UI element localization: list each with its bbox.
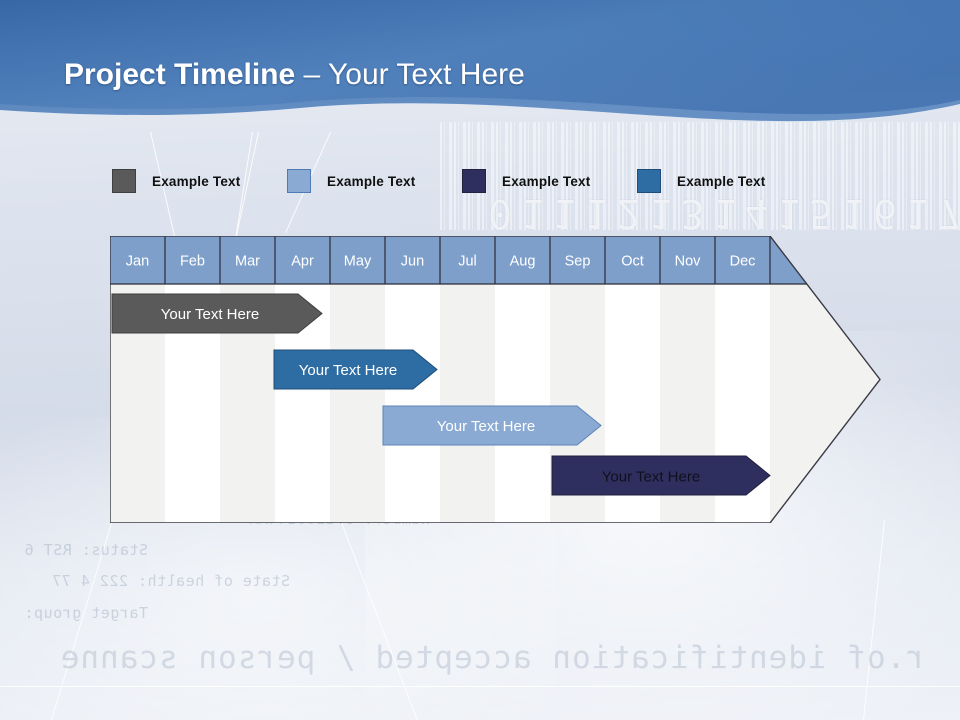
month-label-oct: Oct [621, 254, 644, 270]
month-label-dec: Dec [730, 254, 756, 270]
task-bar-1[interactable]: Your Text Here [111, 293, 323, 334]
task-bar-4[interactable]: Your Text Here [551, 455, 771, 496]
watermark-line-5: Target group: [24, 604, 148, 622]
month-label-sep: Sep [565, 254, 591, 270]
page-title-rest: – Your Text Here [295, 58, 525, 91]
month-label-aug: Aug [510, 254, 536, 270]
page-title-bold: Project Timeline [64, 58, 296, 91]
slide-header: Project Timeline – Your Text Here [0, 0, 960, 132]
month-label-feb: Feb [180, 254, 205, 270]
legend-item-3[interactable]: Example Text [462, 169, 590, 193]
month-labels: Jan Feb Mar Apr May Jun Jul Aug Sep Oct … [126, 254, 756, 270]
legend-item-4[interactable]: Example Text [637, 169, 765, 193]
task-bars: Your Text Here Your Text Here Your Text … [111, 293, 771, 496]
page-title: Project Timeline – Your Text Here [64, 58, 525, 92]
task-bar-label-3: Your Text Here [437, 418, 535, 435]
chart-body: Jan Feb Mar Apr May Jun Jul Aug Sep Oct … [110, 236, 880, 523]
task-bar-label-1: Your Text Here [161, 306, 259, 323]
header-wave-shape [0, 0, 960, 122]
legend-swatch-icon [287, 169, 311, 193]
task-bar-label-4: Your Text Here [602, 469, 700, 486]
legend-item-2[interactable]: Example Text [287, 169, 415, 193]
legend-item-1[interactable]: Example Text [112, 169, 240, 193]
watermark-headline: r.of identification accepted / person sc… [59, 640, 925, 676]
month-label-jan: Jan [126, 254, 149, 270]
legend: Example Text Example Text Example Text E… [112, 169, 832, 193]
task-bar-3[interactable]: Your Text Here [382, 405, 602, 446]
chart-arrow-outline [110, 236, 881, 523]
month-label-may: May [344, 254, 372, 270]
watermark-line-3: Status: RST 6 [24, 541, 148, 559]
legend-swatch-icon [462, 169, 486, 193]
timeline-chart-svg: Jan Feb Mar Apr May Jun Jul Aug Sep Oct … [110, 236, 881, 523]
barcode-texture [440, 122, 960, 230]
timeline-chart: Jan Feb Mar Apr May Jun Jul Aug Sep Oct … [110, 236, 882, 523]
legend-swatch-icon [112, 169, 136, 193]
task-bar-2[interactable]: Your Text Here [273, 349, 438, 390]
month-header-separators [164, 236, 771, 284]
legend-label-3: Example Text [502, 173, 591, 189]
watermark-line-4: State of health: 222 4 77 [51, 572, 290, 590]
month-label-nov: Nov [675, 254, 702, 270]
digit-strip: 0111213141516171819 [488, 190, 960, 236]
task-bar-label-2: Your Text Here [299, 362, 397, 379]
month-label-jul: Jul [458, 254, 477, 270]
legend-swatch-icon [637, 169, 661, 193]
month-label-mar: Mar [235, 254, 260, 270]
month-label-jun: Jun [401, 254, 424, 270]
legend-label-2: Example Text [327, 173, 416, 189]
legend-label-4: Example Text [677, 173, 766, 189]
month-header-band [110, 236, 880, 284]
legend-label-1: Example Text [152, 173, 241, 189]
month-label-apr: Apr [291, 254, 314, 270]
